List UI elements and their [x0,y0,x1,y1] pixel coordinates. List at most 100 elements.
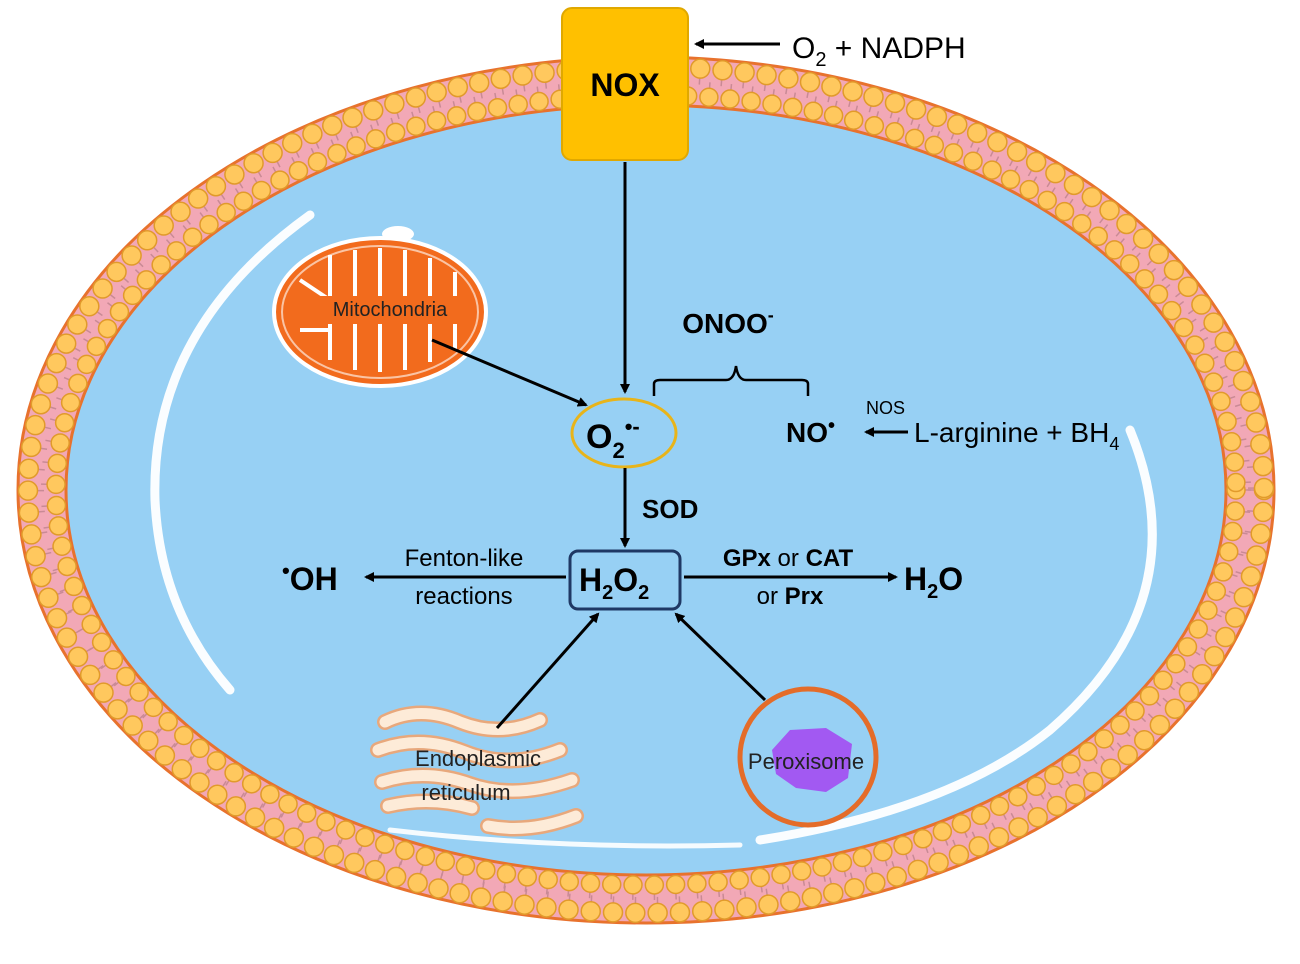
lipid-head [159,713,177,731]
lipid-head [509,95,527,113]
lipid-head [853,848,871,866]
lipid-head [289,162,307,180]
lipid-head [217,203,235,221]
lipid-head [345,853,364,872]
lipid-head [1223,433,1241,451]
lipid-head [804,102,822,120]
lipid-head [337,821,355,839]
lipid-head [874,843,892,861]
lipid-head [1179,277,1198,296]
lipid-head [317,813,335,831]
nitric-oxide-label: NO• [786,415,835,448]
lipid-head [1192,295,1211,314]
lipid-head [456,857,474,875]
lipid-head [730,871,748,889]
lipid-head [367,130,385,148]
lipid-head [1135,731,1154,750]
lipid-head [65,577,83,595]
lipid-head [69,647,88,666]
lipid-head [944,144,962,162]
lipid-head [1066,785,1085,804]
lipid-head [107,262,126,281]
lipid-head [1100,201,1119,220]
lipid-head [51,434,69,452]
lipid-head [493,892,512,911]
lipid-head [1212,392,1230,410]
lipid-head [365,861,384,880]
lipid-head [225,764,243,782]
lipid-head [87,337,105,355]
lipid-head [407,117,425,135]
lipid-head [48,609,67,628]
lipid-head [19,481,38,500]
lipid-head [208,785,227,804]
lipid-head [1196,354,1214,372]
lipid-head [1199,601,1217,619]
lipid-head [117,667,135,685]
lipid-head [252,181,270,199]
lipid-head [244,154,263,173]
lipid-head [1189,620,1207,638]
lipid-head [1234,588,1253,607]
lipid-head [988,133,1007,152]
lipid-head [19,459,38,478]
lipid-head [265,818,284,837]
lipid-head [99,320,117,338]
lipid-head [813,858,831,876]
lipid-head [416,847,434,865]
lipid-head [539,871,557,889]
lipid-head [138,231,157,250]
lipid-head [779,69,798,88]
lipid-head [1215,332,1234,351]
lipid-head [49,517,67,535]
lipid-head [530,93,548,111]
lipid-head [246,808,265,827]
lipid-head [907,100,926,119]
lipid-head [693,902,712,921]
lipid-head [1241,567,1260,586]
lipid-head [1009,788,1027,806]
lipid-head [1045,766,1063,784]
lipid-head [81,665,100,684]
lipid-head [763,95,781,113]
peroxisome-label: Peroxisome [748,749,864,774]
lipid-head [906,129,924,147]
lipid-head [801,73,820,92]
lipid-head [989,828,1008,847]
lipid-head [206,177,225,196]
sod-label: SOD [642,494,698,524]
lipid-head [1064,175,1083,194]
lipid-head [1121,255,1139,273]
lipid-head [933,823,951,841]
lipid-head [845,879,864,898]
lipid-head [1220,543,1238,561]
lipid-head [123,716,142,735]
lipid-head [22,525,41,544]
lipid-head [968,123,987,142]
lipid-head [688,875,706,893]
lipid-head [1163,302,1181,320]
lipid-head [31,395,50,414]
lipid-head [436,852,454,870]
lipid-head [243,775,261,793]
lipid-head [62,394,80,412]
lipid-head [537,898,556,917]
lipid-head [448,107,466,125]
onoo-label: ONOO- [682,305,774,339]
er-label-line1: Endoplasmic [415,746,541,771]
lipid-head [1225,352,1244,371]
gpx-cat-label: GPx or CAT [723,545,854,572]
lipid-head [948,115,967,134]
lipid-head [624,876,642,894]
lipid-head [171,202,190,221]
lipid-head [864,87,883,106]
lipid-head [497,865,515,883]
lipid-head [1165,699,1184,718]
lipid-head [513,66,532,85]
lipid-head [1111,716,1129,734]
lipid-head [781,892,800,911]
lipid-head [886,123,904,141]
lipid-head [427,83,446,102]
lipid-head [1027,777,1045,795]
